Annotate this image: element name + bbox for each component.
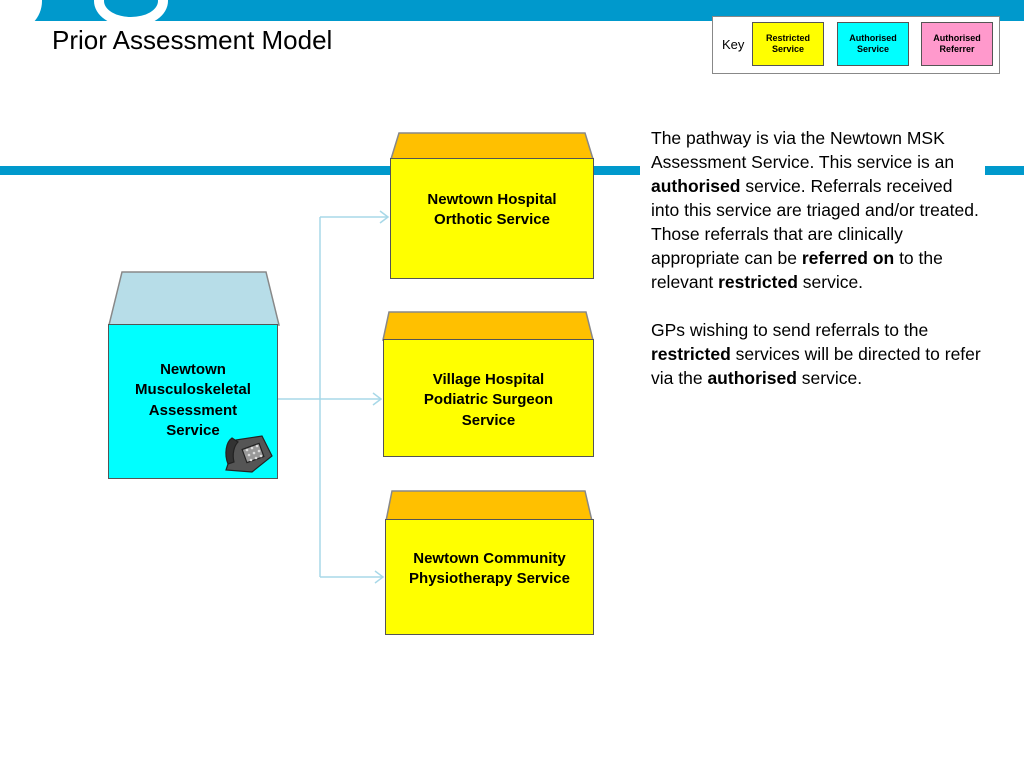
description-text: service. Referrals received into this se… bbox=[651, 176, 979, 268]
emphasis-restricted: restricted bbox=[651, 344, 731, 364]
description-text: to the relevant bbox=[651, 248, 943, 292]
emphasis-authorised: authorised bbox=[651, 176, 741, 196]
description-text: GPs wishing to send referrals to the bbox=[651, 320, 929, 340]
orthotic-service-box: Newtown Hospital Orthotic Service bbox=[390, 158, 594, 279]
accent-bar-middle bbox=[594, 166, 640, 175]
key-label: Key bbox=[722, 37, 745, 52]
key-item-authorised-service: Authorised Service bbox=[837, 22, 909, 66]
emphasis-referred-on: referred on bbox=[801, 248, 895, 268]
podiatric-service-roof bbox=[382, 311, 594, 341]
podiatric-service-label: Village Hospital Podiatric Surgeon Servi… bbox=[423, 371, 554, 429]
physio-service-roof bbox=[385, 490, 593, 522]
orthotic-service-label: Newtown Hospital Orthotic Service bbox=[427, 191, 557, 229]
orthotic-service-roof bbox=[389, 132, 595, 160]
physio-service-label: Newtown Community Physiotherapy Service bbox=[409, 550, 570, 588]
description-text: services will be directed to refer via t… bbox=[651, 344, 981, 388]
description-paragraph-2: GPs wishing to send referrals to the res… bbox=[651, 318, 981, 390]
assessment-service-label: Newtown Musculoskeletal Assessment Servi… bbox=[135, 361, 251, 439]
pathway-description: The pathway is via the Newtown MSK Asses… bbox=[651, 126, 981, 414]
key-item-restricted-service: Restricted Service bbox=[752, 22, 824, 66]
page-title: Prior Assessment Model bbox=[52, 25, 333, 55]
key-item-authorised-referrer: Authorised Referrer bbox=[921, 22, 993, 66]
emphasis-restricted: restricted bbox=[718, 272, 798, 292]
arrowhead-physio bbox=[374, 570, 385, 584]
telephone-icon bbox=[225, 435, 273, 473]
physio-service-box: Newtown Community Physiotherapy Service bbox=[385, 519, 594, 635]
arrowhead-orthotic bbox=[379, 210, 390, 224]
assessment-roof bbox=[108, 271, 280, 326]
description-text: service. bbox=[796, 368, 863, 388]
description-text: The pathway is via the Newtown MSK Asses… bbox=[651, 128, 955, 172]
description-paragraph-1: The pathway is via the Newtown MSK Asses… bbox=[651, 126, 981, 294]
accent-bar-left bbox=[0, 166, 392, 175]
accent-bar-right bbox=[985, 166, 1024, 175]
header-bar bbox=[0, 0, 1024, 21]
description-text: service. bbox=[797, 272, 864, 292]
emphasis-authorised: authorised bbox=[707, 368, 797, 388]
podiatric-service-box: Village Hospital Podiatric Surgeon Servi… bbox=[383, 339, 594, 457]
arrowhead-podiatric bbox=[372, 392, 383, 406]
